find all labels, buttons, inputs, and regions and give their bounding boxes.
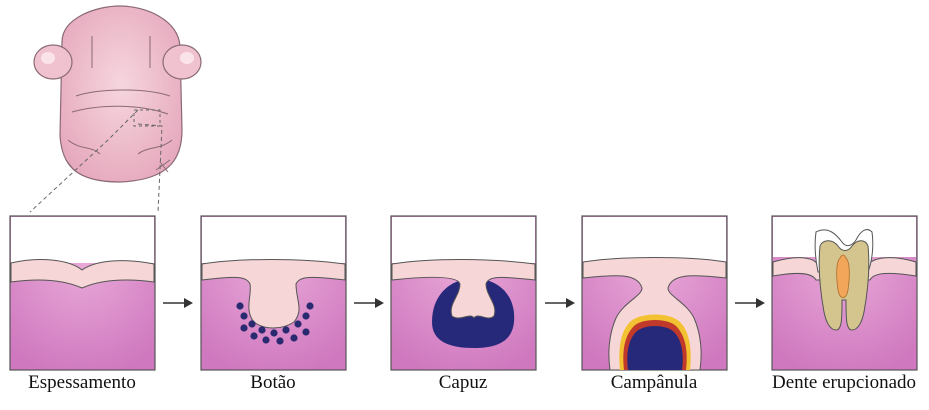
stage-label-espessamento: Espessamento [0, 372, 167, 394]
embryo-head [30, 6, 201, 212]
stage-panel-1 [10, 216, 155, 370]
stage-label-botao: Botão [188, 372, 358, 394]
stage-panel-2 [201, 216, 346, 370]
arrow-right-icon [735, 298, 765, 308]
arrow-right-icon [354, 298, 384, 308]
stage-label-dente-erupcionado: Dente erupcionado [759, 372, 929, 394]
stage-panel-4 [582, 216, 727, 370]
arrow-right-icon [545, 298, 575, 308]
stage-panel-3 [391, 216, 536, 370]
arrow-right-icon [163, 298, 193, 308]
stage-panel-5 [772, 216, 917, 370]
stage-label-capuz: Capuz [378, 372, 548, 394]
stage-label-campanula: Campânula [569, 372, 739, 394]
